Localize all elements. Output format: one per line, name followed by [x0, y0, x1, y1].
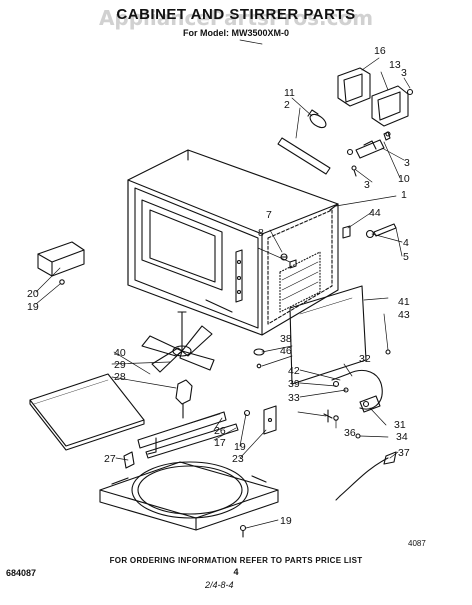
watermark: AppliancePartsPros.com: [98, 6, 374, 30]
cabinet-wrapper: [127, 149, 339, 336]
ordering-note: FOR ORDERING INFORMATION REFER TO PARTS …: [109, 556, 363, 565]
callout-17: 17: [214, 437, 226, 449]
stirrer-hub-part-28: [175, 379, 193, 419]
wiring-harness-part-32: [331, 370, 383, 410]
callout-44: 44: [369, 207, 381, 219]
callout-34: 34: [396, 431, 408, 443]
callout-23: 23: [232, 453, 244, 465]
callout-20: 20: [27, 288, 39, 300]
clip-part-27: [123, 451, 135, 469]
callout-5: 5: [403, 251, 409, 263]
switch-part-10: [346, 131, 391, 159]
callout-3c: 3: [364, 179, 370, 191]
callout-27: 27: [104, 453, 116, 465]
screw-part-3b: [385, 131, 391, 137]
screw-part-3: [351, 165, 357, 177]
screw-part-7: [280, 253, 288, 261]
callout-numbers: 16 13 3 11 2 3 3 10 1 44 4 5 7 8 20 19 4…: [27, 45, 410, 527]
callout-7: 7: [266, 209, 272, 221]
date-code: 2/4-8-4: [205, 580, 234, 590]
callout-16: 16: [374, 45, 386, 57]
lamp-part-11: [307, 109, 327, 129]
model-subtitle: For Model: MW3500XM-0: [182, 28, 289, 38]
base-plate: [99, 461, 279, 531]
stirrer-fan-part-29: [141, 311, 215, 373]
bracket-part-23: [263, 405, 277, 435]
callout-19c: 19: [280, 515, 292, 527]
callout-38: 38: [280, 333, 292, 345]
screw-part-34: [355, 433, 361, 439]
cover-part-40: [29, 373, 145, 451]
leader-lines: [35, 39, 411, 529]
callout-41: 41: [398, 296, 410, 308]
callout-37: 37: [398, 447, 410, 459]
hinge-plate-part-20: [37, 241, 85, 277]
callout-19a: 19: [27, 301, 39, 313]
callout-46: 46: [280, 345, 292, 357]
top-rail-part-2: [277, 137, 331, 175]
document-number: 684087: [6, 568, 37, 578]
callout-3b: 3: [404, 157, 410, 169]
callout-28: 28: [114, 371, 126, 383]
page-number: 4: [233, 567, 239, 577]
page-title: CABINET AND STIRRER PARTS: [116, 6, 356, 23]
housing-part-13: [371, 85, 414, 127]
callout-29: 29: [114, 359, 126, 371]
callout-39: 39: [288, 378, 300, 390]
bracket-part-16: [337, 67, 371, 107]
callout-19b: 19: [234, 441, 246, 453]
callout-31: 31: [394, 419, 406, 431]
grommet-part-38: [253, 348, 265, 356]
clip-part-44: [342, 225, 351, 239]
callout-3a: 3: [401, 67, 407, 79]
callout-4: 4: [403, 237, 409, 249]
screw-part-19-mid: [243, 409, 251, 417]
sensor-cable-part-37: [335, 451, 397, 501]
screw-part-19-bottom: [239, 524, 247, 538]
callout-32: 32: [359, 353, 371, 365]
bracket-part-26: [137, 411, 227, 455]
thermal-cutout-part-31: [359, 395, 381, 413]
callout-43: 43: [398, 309, 410, 321]
clip-part-8: [289, 259, 297, 269]
callout-2: 2: [284, 99, 290, 111]
screw-part-46: [256, 363, 262, 369]
screw-part-19-left: [59, 279, 65, 285]
callout-13: 13: [389, 59, 401, 71]
screw-part-33: [323, 409, 333, 423]
callout-42: 42: [288, 365, 300, 377]
screw-part-36: [333, 415, 339, 421]
callout-40: 40: [114, 347, 126, 359]
callout-36: 36: [344, 427, 356, 439]
callout-1: 1: [401, 189, 407, 201]
callout-11: 11: [284, 87, 295, 99]
rail-part-17: [145, 423, 239, 459]
callout-8: 8: [258, 227, 264, 239]
callout-26: 26: [214, 425, 226, 437]
nut-part-4: [365, 223, 397, 239]
figure-code: 4087: [408, 539, 426, 548]
back-panel-part-41: [289, 285, 391, 385]
callout-10: 10: [398, 173, 410, 185]
callout-33: 33: [288, 392, 300, 404]
